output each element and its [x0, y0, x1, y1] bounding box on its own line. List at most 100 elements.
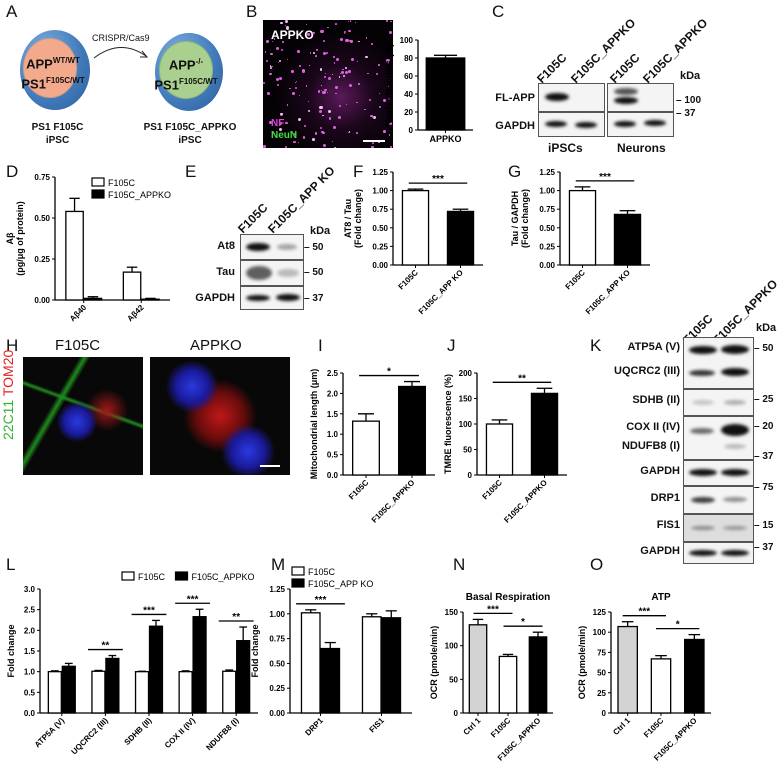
y-tick-label: 1.0: [327, 430, 339, 439]
legend-swatch: [291, 578, 305, 588]
x-tick-label: F105C: [481, 478, 505, 502]
y-axis-label: (Fold change): [353, 189, 363, 248]
image-title-f105c: F105C: [55, 337, 101, 354]
bar: [141, 298, 160, 301]
bar: [498, 655, 518, 714]
x-tick-label: Ctrl 1: [611, 716, 632, 737]
bar: [47, 671, 62, 714]
y-tick-label: 0: [602, 709, 607, 718]
bar: [192, 616, 207, 714]
y-tick-label: 0.50: [372, 224, 388, 233]
bar: [446, 210, 475, 266]
f105c-mito-image: [23, 357, 143, 475]
bar: [398, 385, 426, 476]
marker: – 25: [754, 394, 774, 405]
x-tick-label: F105C: [642, 716, 666, 740]
y-tick-label: 0.00: [372, 261, 388, 270]
row-label: GAPDH: [195, 292, 235, 304]
blot-drp1: [683, 486, 754, 514]
panel-label-j: J: [447, 336, 456, 355]
scale-bar: [260, 465, 280, 467]
significance-label: ***: [315, 595, 327, 606]
blot-gapdh-2: [683, 542, 754, 564]
y-tick-label: 0.50: [34, 214, 50, 223]
significance-label: **: [518, 373, 526, 384]
panel-label-n: N: [453, 555, 466, 574]
significance-label: ***: [487, 604, 499, 615]
bar: [91, 670, 106, 714]
blot-flapp-neurons: [607, 83, 674, 112]
panel-label-k: K: [590, 336, 602, 355]
x-tick-label: F105C_APPKO: [502, 478, 549, 525]
x-tick-label: ATP5A (V): [33, 716, 67, 750]
x-tick-label: F105C_APP KO: [584, 268, 632, 316]
x-tick-label: APPKO: [429, 134, 461, 144]
significance-label: ***: [432, 174, 444, 185]
legend-label: F105C_APPKO: [192, 572, 255, 582]
x-tick-label: NDUFB8 (I): [204, 716, 240, 752]
y-tick-label: 150: [445, 608, 459, 617]
panel-label-f: F: [353, 162, 364, 181]
marker: – 50: [754, 343, 774, 354]
blot-tau: [240, 260, 304, 286]
row-label: Tau: [216, 266, 235, 278]
y-axis-label: Fold change: [6, 624, 16, 677]
neuron-immunostain-image: APPKO NF NeuN: [263, 20, 393, 148]
group-neurons: Neurons: [617, 141, 666, 155]
chart-title: ATP: [651, 592, 671, 603]
blot-gapdh: [240, 286, 304, 310]
y-tick-label: 0.0: [24, 709, 36, 718]
kda-label: kDa: [756, 322, 777, 334]
y-axis-label: AT8 / Tau: [343, 199, 353, 238]
y-axis-label: OCR (pmole/min): [577, 626, 587, 700]
row-label: At8: [217, 240, 235, 252]
y-tick-label: 0.25: [372, 242, 388, 251]
x-tick-label: DRP1: [303, 716, 325, 738]
y-axis-label: Fold change: [250, 624, 260, 677]
kda-label: kDa: [680, 70, 701, 82]
image-title-appko: APPKO: [190, 337, 242, 354]
x-tick-label: F105C: [564, 268, 588, 292]
bar: [320, 647, 341, 714]
x-tick-label: F105C_APPKO: [370, 478, 417, 525]
stain-label-nf: NF: [271, 118, 285, 129]
bar: [361, 616, 382, 714]
marker: – 37: [754, 542, 774, 553]
y-tick-label: 1.25: [539, 168, 555, 177]
y-tick-label: 50: [597, 669, 606, 678]
y-tick-label: 100: [400, 36, 414, 45]
panel-label-d: D: [6, 162, 19, 181]
blot-gapdh-neurons: [607, 112, 674, 137]
bar: [617, 625, 638, 714]
y-tick-label: 0.75: [34, 173, 50, 182]
genotype-label: APPWT/WT PS1F105C/WT: [21, 56, 85, 92]
bar: [105, 657, 120, 714]
y-tick-label: 3.0: [24, 585, 36, 594]
y-tick-label: 0.25: [539, 242, 555, 251]
panel-label-g: G: [508, 162, 522, 181]
blot-oxphos-1: [683, 337, 754, 389]
marker: – 37: [754, 451, 774, 462]
y-tick-label: 2.0: [24, 626, 36, 635]
y-tick-label: 0.75: [269, 635, 285, 644]
significance-label: *: [521, 617, 525, 628]
y-tick-label: 150: [459, 395, 473, 404]
image-title: APPKO: [271, 28, 314, 42]
y-tick-label: 0.50: [269, 659, 285, 668]
y-tick-label: 25: [597, 689, 606, 698]
bar: [684, 638, 705, 714]
y-tick-label: 1.00: [269, 610, 285, 619]
y-tick-label: 0.75: [372, 205, 388, 214]
y-tick-label: 50: [449, 675, 458, 684]
marker: – 50: [304, 242, 324, 253]
y-axis-label: TMRE fluorescence (%): [443, 374, 453, 474]
y-tick-label: 60: [404, 72, 413, 81]
significance-label: ***: [187, 594, 199, 605]
y-tick-label: 0: [468, 471, 473, 480]
